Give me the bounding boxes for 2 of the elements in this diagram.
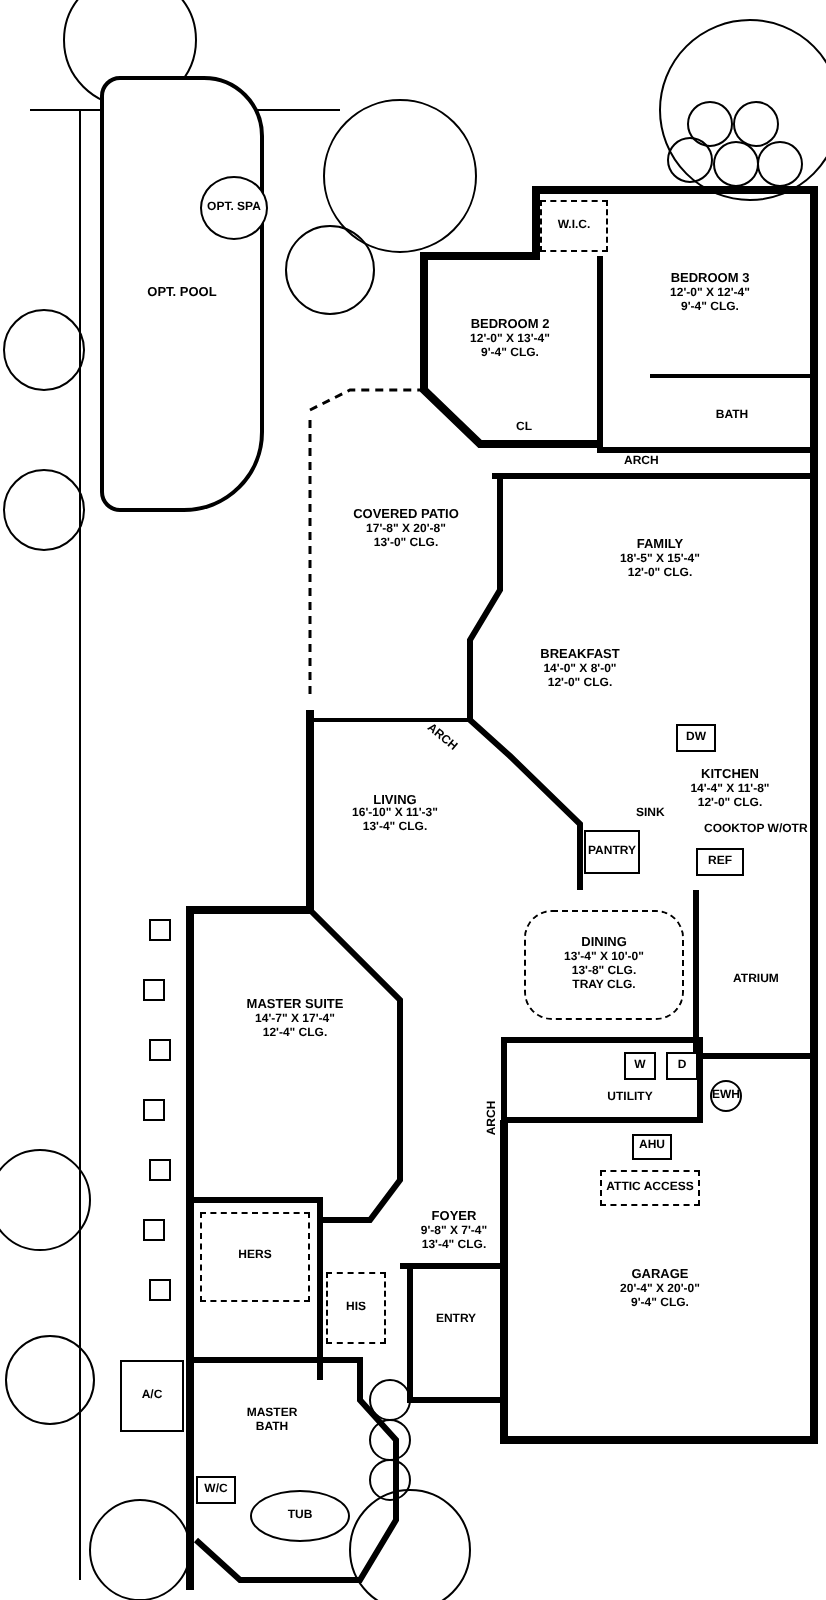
tray-ceiling-outline xyxy=(524,910,684,1020)
pool-outline xyxy=(100,76,264,512)
